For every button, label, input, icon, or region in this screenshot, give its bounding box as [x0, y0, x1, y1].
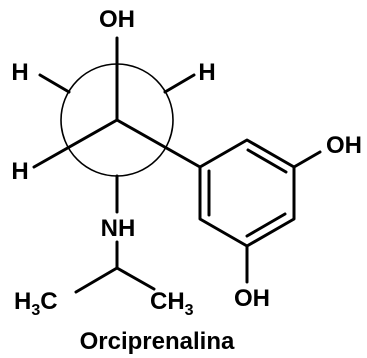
bond-rear-to-h-top-right: [163, 73, 196, 94]
label-nh: NH: [101, 215, 136, 242]
bond-isopropyl-to-left-methyl: [74, 266, 119, 294]
benzene-double-bond-2: [245, 212, 287, 238]
bond-ring-to-oh-right: [292, 150, 322, 169]
bond-center-to-h-left: [32, 118, 119, 169]
benzene-double-bond-1: [246, 148, 288, 174]
right-methyl-ch: CH: [150, 288, 185, 315]
bond-center-to-aryl: [115, 118, 202, 169]
left-methyl-subscript: 3: [31, 302, 40, 319]
benzene-ring: [198, 138, 296, 248]
label-h-top-right: H: [198, 59, 215, 86]
right-methyl-subscript: 3: [185, 302, 194, 319]
label-oh-bottom: OH: [234, 285, 270, 312]
bond-rear-to-h-top-left: [38, 73, 71, 94]
bond-isopropyl-to-right-methyl: [115, 266, 156, 291]
compound-name-caption: Orciprenalina: [80, 328, 235, 355]
label-right-methyl: CH3: [150, 288, 194, 319]
left-methyl-h: H: [14, 288, 31, 315]
label-h-top-left: H: [11, 59, 28, 86]
label-h-left: H: [11, 158, 28, 185]
label-oh-right: OH: [326, 132, 362, 159]
label-top-oh: OH: [99, 6, 135, 33]
left-methyl-c: C: [40, 288, 57, 315]
label-left-methyl: H3C: [14, 288, 58, 319]
